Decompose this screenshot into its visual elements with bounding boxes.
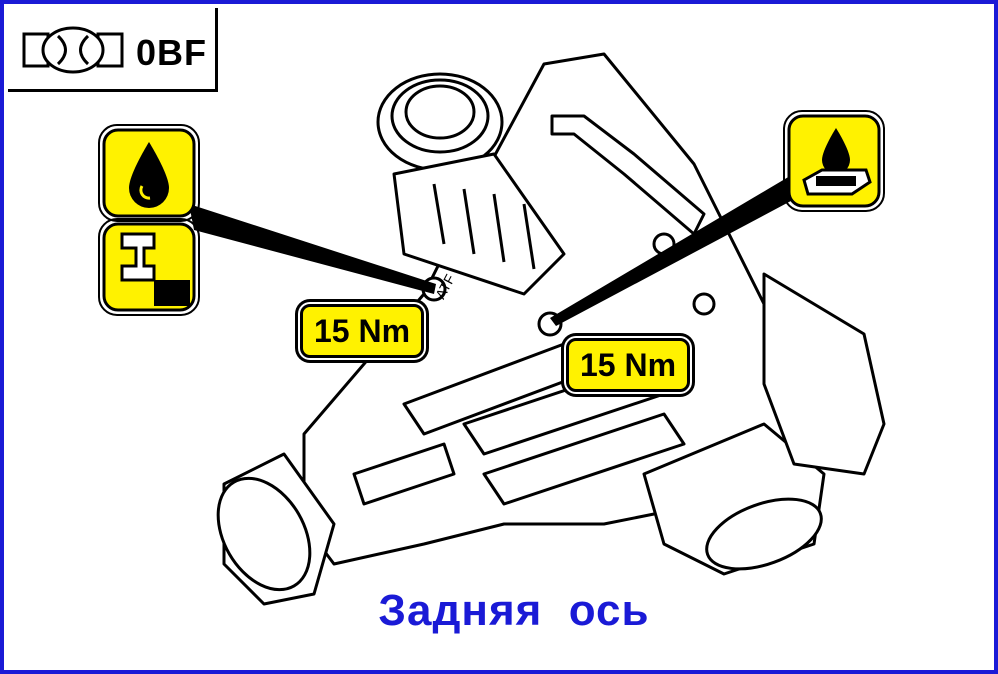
gearbox-code: 0BF [136,32,208,73]
rear-axle-illustration [98,52,886,606]
oil-drop-icon [98,124,200,222]
fill-level-icon [98,218,200,316]
torque-label-left: 15 Nm [300,304,424,358]
torque-label-right: 15 Nm [566,338,690,392]
oil-drip-on-pad-icon [783,110,885,212]
diagram-caption: Задняя ось [378,586,650,635]
gearbox-code-box: 0BF [8,8,218,92]
axle-housing-icon [22,26,124,74]
